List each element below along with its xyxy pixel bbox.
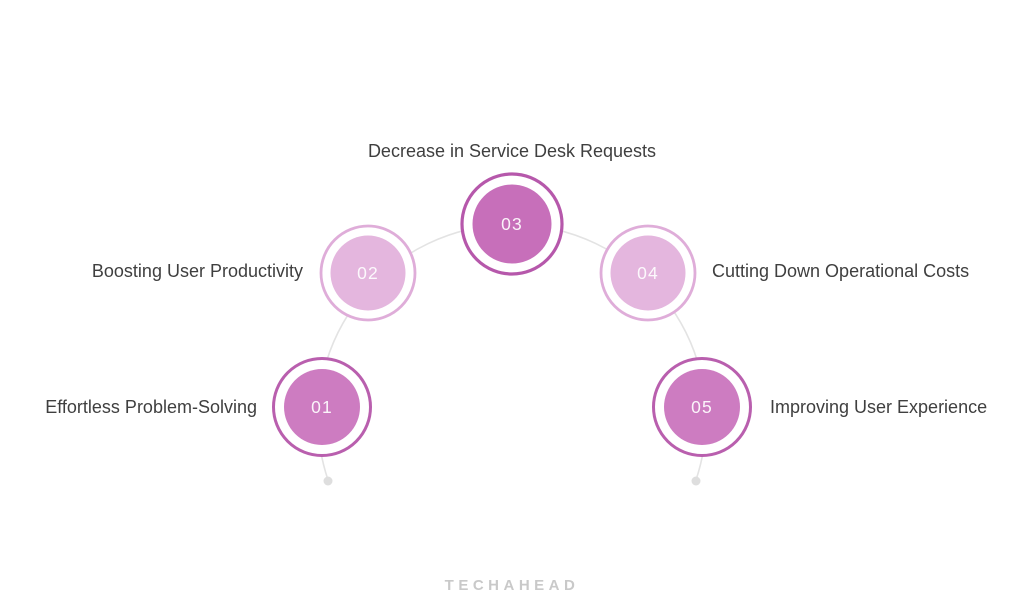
- node-04-number: 04: [637, 263, 659, 283]
- node-03-number: 03: [501, 214, 523, 234]
- node-02: 02: [319, 224, 417, 322]
- node-05: 05: [652, 357, 752, 457]
- node-05-label: Improving User Experience: [770, 397, 988, 417]
- node-01-circle: [284, 369, 360, 445]
- node-05-number: 05: [691, 397, 713, 417]
- node-04-circle: [610, 235, 686, 311]
- node-01: 01: [272, 357, 372, 457]
- node-03-circle: [472, 184, 552, 264]
- node-03: 03: [460, 172, 564, 276]
- node-05-circle: [664, 369, 740, 445]
- node-02-circle: [330, 235, 406, 311]
- node-01-number: 01: [311, 397, 333, 417]
- node-01-label: Effortless Problem-Solving: [45, 397, 257, 417]
- arc-endpoint-dot-right: [691, 476, 701, 486]
- node-04: 04: [599, 224, 697, 322]
- node-02-number: 02: [357, 263, 379, 283]
- techahead-logo: TECHAHEAD: [444, 577, 580, 594]
- node-03-label: Decrease in Service Desk Requests: [367, 141, 657, 161]
- node-02-label: Boosting User Productivity: [91, 261, 303, 281]
- node-04-label: Cutting Down Operational Costs: [712, 261, 970, 281]
- arc-endpoint-dot-left: [323, 476, 333, 486]
